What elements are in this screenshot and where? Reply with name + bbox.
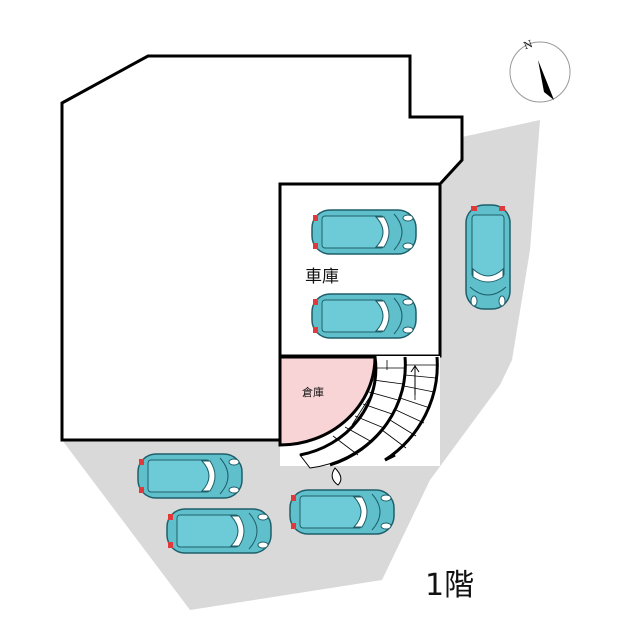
- floor-label: 1階: [425, 568, 475, 603]
- building-outline: [60, 54, 464, 442]
- car-garage-1: [311, 209, 417, 255]
- north-compass: [509, 41, 571, 103]
- car-parking-3: [289, 489, 395, 535]
- storage-label: 倉庫: [302, 386, 324, 399]
- car-parking-1: [137, 453, 243, 499]
- storage-room: [278, 355, 377, 447]
- car-garage-2: [311, 293, 417, 339]
- staircase: [299, 356, 439, 486]
- north-arrow-icon: [538, 60, 554, 100]
- garage-label: 車庫: [305, 267, 339, 287]
- car-parking-2: [166, 508, 272, 554]
- car-parking-right: [465, 204, 511, 310]
